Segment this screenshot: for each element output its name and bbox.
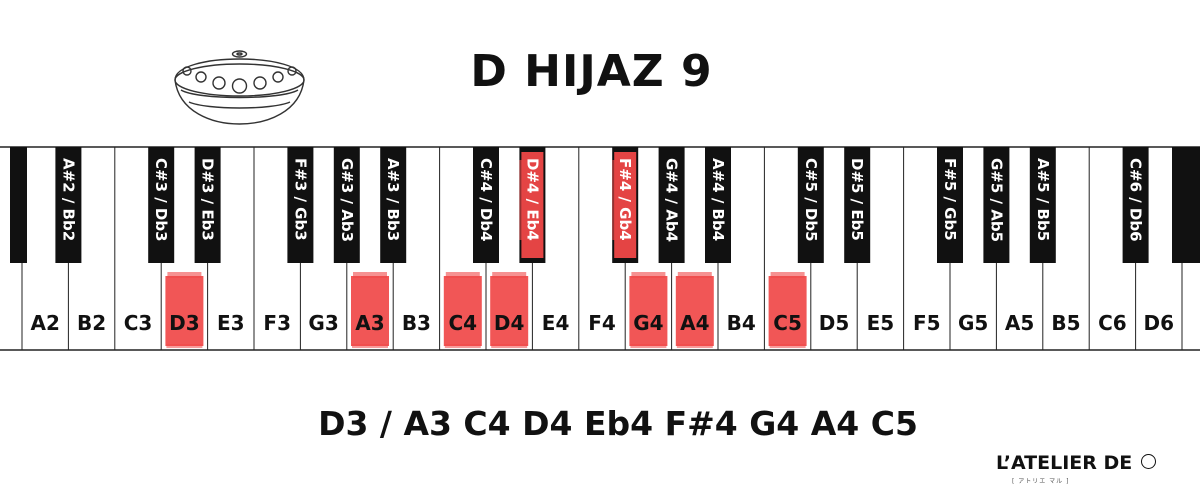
black-key-label: C#6 / Db6 <box>1127 158 1145 242</box>
note-highlight <box>629 272 668 348</box>
black-key-label: D#4 / Eb4 <box>523 158 541 241</box>
black-key-label: A#3 / Bb3 <box>384 158 402 241</box>
white-key-label: A4 <box>680 311 709 335</box>
note-highlight <box>768 272 807 348</box>
black-key <box>983 147 1010 263</box>
white-key-label: E5 <box>867 311 895 335</box>
brand-logo-subtitle: [ アトリエ マル ] <box>1012 478 1070 485</box>
white-key-label: F3 <box>263 311 291 335</box>
white-key-label: D6 <box>1144 311 1175 335</box>
note-highlight <box>165 272 204 348</box>
black-key-label: D#5 / Eb5 <box>848 158 866 241</box>
scale-notes: D3 / A3 C4 D4 Eb4 F#4 G4 A4 C5 <box>318 404 918 443</box>
note-highlight <box>519 152 544 258</box>
black-key-label: F#4 / Gb4 <box>616 158 634 241</box>
black-key-label: A#2 / Bb2 <box>59 158 77 241</box>
handpan-icon <box>174 50 305 125</box>
black-key-label: D#3 / Eb3 <box>199 158 217 241</box>
black-key-label: C#5 / Db5 <box>802 158 820 242</box>
note-highlight <box>443 272 482 348</box>
black-key <box>658 147 685 263</box>
black-key <box>380 147 407 263</box>
black-key-label: G#5 / Ab5 <box>987 158 1005 242</box>
white-key-label: F5 <box>913 311 941 335</box>
white-key-label: D4 <box>494 311 525 335</box>
white-key-label: B2 <box>77 311 106 335</box>
black-key-label: A#4 / Bb4 <box>709 158 727 241</box>
note-highlight <box>490 272 529 348</box>
black-key-label: A#5 / Bb5 <box>1034 158 1052 241</box>
black-key <box>194 147 221 263</box>
black-key <box>333 147 360 263</box>
black-key-label: G#4 / Ab4 <box>663 158 681 242</box>
brand-logo-text: L’ATELIER DE <box>996 452 1133 474</box>
note-highlight <box>675 272 714 348</box>
black-key-label: F#5 / Gb5 <box>941 158 959 241</box>
white-key-label: C5 <box>773 311 802 335</box>
white-key-label: E3 <box>217 311 245 335</box>
white-key-label: G3 <box>308 311 338 335</box>
piano-keyboard: A2 B2 C3 D3 E3 F3 G3 A3 B3 C4 D4 E4 F4 G4 A4 B4 C5 D5 E5 F5… <box>0 146 1200 351</box>
white-key-label: D3 <box>169 311 200 335</box>
black-key <box>1122 147 1149 263</box>
white-key-label: B3 <box>402 311 431 335</box>
white-key-label: B5 <box>1051 311 1080 335</box>
black-key <box>473 147 499 263</box>
white-key-label: A2 <box>30 311 59 335</box>
black-key-label: G#3 / Ab3 <box>338 158 356 242</box>
black-key <box>55 147 82 263</box>
white-key-label: A3 <box>355 311 384 335</box>
black-key <box>1029 147 1056 263</box>
white-key-label: F4 <box>588 311 616 335</box>
black-key-label: C#4 / Db4 <box>477 158 495 242</box>
white-key-label: G4 <box>633 311 663 335</box>
page-title: D HIJAZ 9 <box>470 46 713 97</box>
black-key <box>797 147 824 263</box>
note-highlight <box>612 152 637 258</box>
circle-icon <box>1140 454 1156 469</box>
white-key-label: E4 <box>542 311 570 335</box>
black-key <box>844 147 871 263</box>
white-key-label: C6 <box>1098 311 1127 335</box>
white-key-label: A5 <box>1005 311 1034 335</box>
black-key <box>937 147 963 263</box>
black-key-label: C#3 / Db3 <box>152 158 170 242</box>
note-highlight <box>351 272 389 348</box>
white-key-label: C3 <box>124 311 153 335</box>
black-key <box>705 147 731 263</box>
brand-logo: L’ATELIER DE <box>996 452 1156 474</box>
black-key <box>287 147 314 263</box>
black-key <box>148 147 175 263</box>
white-key-label: C4 <box>449 311 478 335</box>
black-key-label: F#3 / Gb3 <box>291 158 309 241</box>
black-key-partial <box>10 147 27 263</box>
white-key-label: G5 <box>958 311 988 335</box>
black-key-partial <box>1172 147 1200 263</box>
white-key-label: D5 <box>819 311 850 335</box>
white-key-label: B4 <box>727 311 756 335</box>
